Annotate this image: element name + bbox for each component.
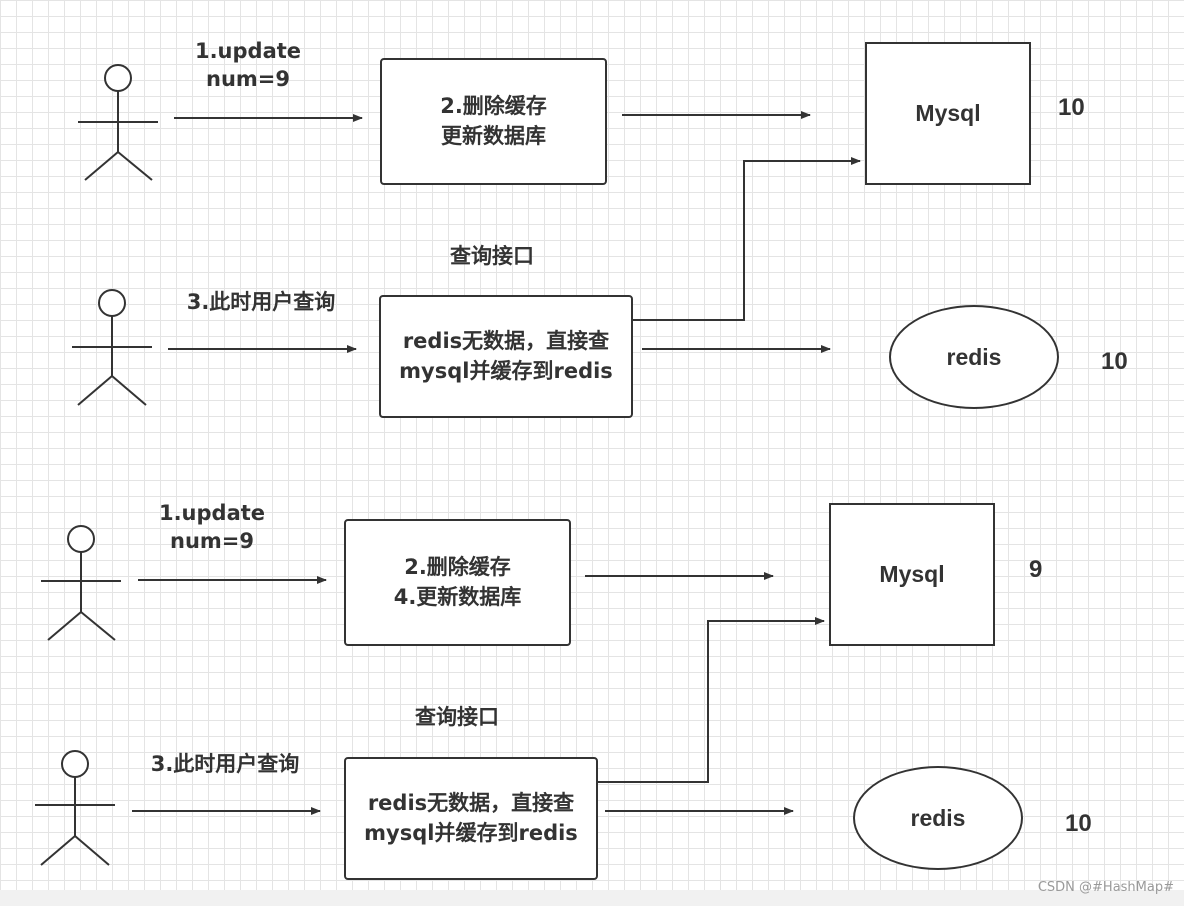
bottom-mysql-value: 9 xyxy=(1029,556,1043,583)
top-process-box: 2.删除缓存 更新数据库 xyxy=(380,58,607,185)
top-query-user-label: 3.此时用户查询 xyxy=(186,290,336,314)
watermark: CSDN @#HashMap# xyxy=(1037,880,1174,895)
actor-querier-top-icon xyxy=(72,289,152,406)
bottom-query-process-box: redis无数据，直接查 mysql并缓存到redis xyxy=(344,757,598,880)
bottom-process-box: 2.删除缓存 4.更新数据库 xyxy=(344,519,571,646)
bottom-query-user-label: 3.此时用户查询 xyxy=(150,752,300,776)
footer-bar xyxy=(0,890,1184,906)
bottom-query-interface-title: 查询接口 xyxy=(415,705,499,729)
actor-querier-bottom-icon xyxy=(35,750,115,866)
top-query-interface-title: 查询接口 xyxy=(450,244,534,268)
bottom-update-label: 1.update num=9 xyxy=(158,501,266,554)
top-update-label: 1.update num=9 xyxy=(194,39,302,92)
actor-updater-top-icon xyxy=(78,64,158,181)
bottom-redis-value: 10 xyxy=(1065,810,1092,837)
top-query-process-box: redis无数据，直接查 mysql并缓存到redis xyxy=(379,295,633,418)
top-mysql-value: 10 xyxy=(1058,94,1085,121)
top-redis-node: redis xyxy=(889,305,1059,409)
top-redis-value: 10 xyxy=(1101,348,1128,375)
actor-updater-bottom-icon xyxy=(41,525,121,641)
top-mysql-box: Mysql xyxy=(865,42,1031,185)
bottom-redis-node: redis xyxy=(853,766,1023,870)
arrow-top-query-to-mysql xyxy=(632,157,861,321)
arrow-bottom-query-to-mysql xyxy=(596,617,825,783)
bottom-mysql-box: Mysql xyxy=(829,503,995,646)
